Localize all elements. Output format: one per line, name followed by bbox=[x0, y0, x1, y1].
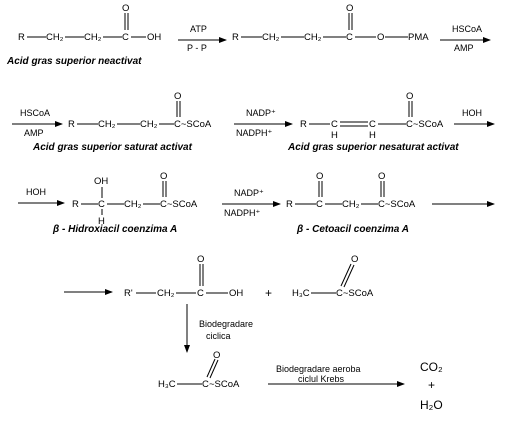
row-5-acetyl-coa: H₃C O C ~SCoA bbox=[158, 350, 240, 390]
row-1-acyl-adenylate: R CH₂ CH₂ C O O PMA bbox=[232, 3, 429, 43]
condition-hscoa: HSCoA bbox=[452, 24, 482, 34]
ch2-group: CH₂ bbox=[124, 199, 142, 210]
ch2-group: CH₂ bbox=[84, 32, 102, 43]
condition-amp: AMP bbox=[24, 128, 44, 138]
methyl-group: H₃C bbox=[158, 379, 176, 390]
carbon-atom: C bbox=[331, 119, 338, 130]
thioester-scoa: C~SCoA bbox=[160, 199, 198, 210]
thioester-scoa: C~SCoA bbox=[406, 119, 444, 130]
thioester-scoa: C~SCoA bbox=[378, 199, 416, 210]
arrow-dehydrogenation: NADP⁺ NADPH⁺ bbox=[234, 108, 293, 138]
r-group: R bbox=[286, 199, 293, 210]
hydroxyl-group: OH bbox=[94, 176, 108, 187]
arrow-krebs-cycle: Biodegradare aeroba ciclul Krebs bbox=[268, 364, 405, 387]
ch2-group: CH₂ bbox=[46, 32, 64, 43]
arrow-oxidation: NADP⁺ NADPH⁺ bbox=[222, 188, 281, 218]
ch2-group: CH₂ bbox=[157, 288, 175, 299]
oxygen-atom: O bbox=[122, 3, 129, 14]
label-unsaturated-activated-fatty-acid: Acid gras superior nesaturat activat bbox=[287, 142, 459, 153]
arrow-cyclic-biodegradation: Biodegradare ciclica bbox=[184, 304, 253, 353]
carbonyl-carbon: C bbox=[197, 288, 204, 299]
oxygen-atom: O bbox=[377, 32, 384, 43]
arrow-activation-atp: ATP P - P bbox=[178, 24, 227, 53]
hydroxyl-group: OH bbox=[229, 288, 243, 299]
ch2-group: CH₂ bbox=[262, 32, 280, 43]
product-h2o: H₂O bbox=[420, 398, 443, 412]
oxygen-atom: O bbox=[351, 254, 358, 265]
thioester-scoa: ~SCoA bbox=[209, 379, 240, 390]
r-group: R bbox=[18, 32, 25, 43]
thioester-scoa: C~SCoA bbox=[174, 119, 212, 130]
row-4-shortened-acid: R' CH₂ C O OH bbox=[124, 254, 243, 299]
plus-sign: + bbox=[428, 378, 435, 392]
condition-hoh: HOH bbox=[26, 187, 46, 197]
arrow-hscoa-amp-top: HSCoA AMP bbox=[440, 24, 491, 53]
oxygen-atom: O bbox=[213, 350, 220, 361]
oxygen-atom: O bbox=[174, 91, 181, 102]
ch2-group: CH₂ bbox=[342, 199, 360, 210]
arrow-hydration-right: HOH bbox=[454, 108, 495, 127]
product-co2: CO₂ bbox=[420, 360, 443, 374]
row-2-acyl-coa-saturated: R CH₂ CH₂ O C~SCoA bbox=[68, 91, 212, 130]
r-group: R bbox=[68, 119, 75, 130]
carbonyl-carbon: C bbox=[316, 199, 323, 210]
carbon-atom: C bbox=[202, 379, 209, 390]
condition-nadphh: NADPH⁺ bbox=[236, 128, 273, 138]
condition-hscoa: HSCoA bbox=[20, 108, 50, 118]
ch2-group: CH₂ bbox=[140, 119, 158, 130]
methyl-group: H₃C bbox=[292, 288, 310, 299]
label-beta-hydroxyacyl-coa: β - Hidroxiacil coenzima A bbox=[52, 224, 177, 235]
hydroxyl-group: OH bbox=[147, 32, 161, 43]
row-4-acetyl-coa: H₃C O C~SCoA bbox=[292, 254, 374, 299]
pma-group: PMA bbox=[408, 32, 429, 43]
condition-hoh: HOH bbox=[462, 108, 482, 118]
condition-atp: ATP bbox=[190, 24, 207, 34]
condition-aerobic-biodegradation: Biodegradare aeroba bbox=[276, 364, 361, 374]
condition-ciclica: ciclica bbox=[206, 331, 231, 341]
carbonyl-carbon: C bbox=[122, 32, 129, 43]
condition-biodegradare: Biodegradare bbox=[199, 319, 253, 329]
condition-nadp: NADP⁺ bbox=[246, 108, 276, 118]
hydrogen-atom: H bbox=[98, 216, 105, 227]
ch2-group: CH₂ bbox=[304, 32, 322, 43]
hydrogen-atom: H bbox=[369, 130, 376, 141]
r-prime-group: R' bbox=[124, 288, 133, 299]
condition-krebs-cycle: ciclul Krebs bbox=[298, 374, 345, 384]
condition-pyrophosphate: P - P bbox=[187, 43, 207, 53]
label-beta-ketoacyl-coa: β - Cetoacil coenzima A bbox=[296, 224, 409, 235]
label-saturated-activated-fatty-acid: Acid gras superior saturat activat bbox=[32, 142, 193, 153]
carbon-atom: C bbox=[369, 119, 376, 130]
oxygen-atom: O bbox=[378, 171, 385, 182]
row-3-hydroxyacyl-coa: R C OH H CH₂ O C~SCoA bbox=[72, 171, 198, 227]
label-unactivated-fatty-acid: Acid gras superior neactivat bbox=[6, 56, 142, 67]
carbonyl-carbon: C bbox=[346, 32, 353, 43]
r-group: R bbox=[300, 119, 307, 130]
plus-sign: + bbox=[265, 286, 272, 300]
r-group: R bbox=[232, 32, 239, 43]
row-2-acyl-coa-unsaturated: R C C H H O C~SCoA bbox=[300, 91, 444, 141]
ch2-group: CH₂ bbox=[98, 119, 116, 130]
condition-amp: AMP bbox=[454, 43, 474, 53]
oxygen-atom: O bbox=[160, 171, 167, 182]
row-3-ketoacyl-coa: R C O CH₂ O C~SCoA bbox=[286, 171, 416, 210]
arrow-hydration-left: HOH bbox=[18, 187, 65, 206]
thioester-scoa: C~SCoA bbox=[336, 288, 374, 299]
oxygen-atom: O bbox=[197, 254, 204, 265]
oxygen-atom: O bbox=[406, 91, 413, 102]
arrow-hscoa-amp-left: HSCoA AMP bbox=[12, 108, 63, 138]
oxygen-atom: O bbox=[346, 3, 353, 14]
row-1-free-fatty-acid: R CH₂ CH₂ C O OH bbox=[18, 3, 161, 43]
condition-nadp: NADP⁺ bbox=[234, 188, 264, 198]
condition-nadphh: NADPH⁺ bbox=[224, 208, 261, 218]
carbon-atom: C bbox=[98, 199, 105, 210]
oxygen-atom: O bbox=[316, 171, 323, 182]
hydrogen-atom: H bbox=[331, 130, 338, 141]
r-group: R bbox=[72, 199, 79, 210]
